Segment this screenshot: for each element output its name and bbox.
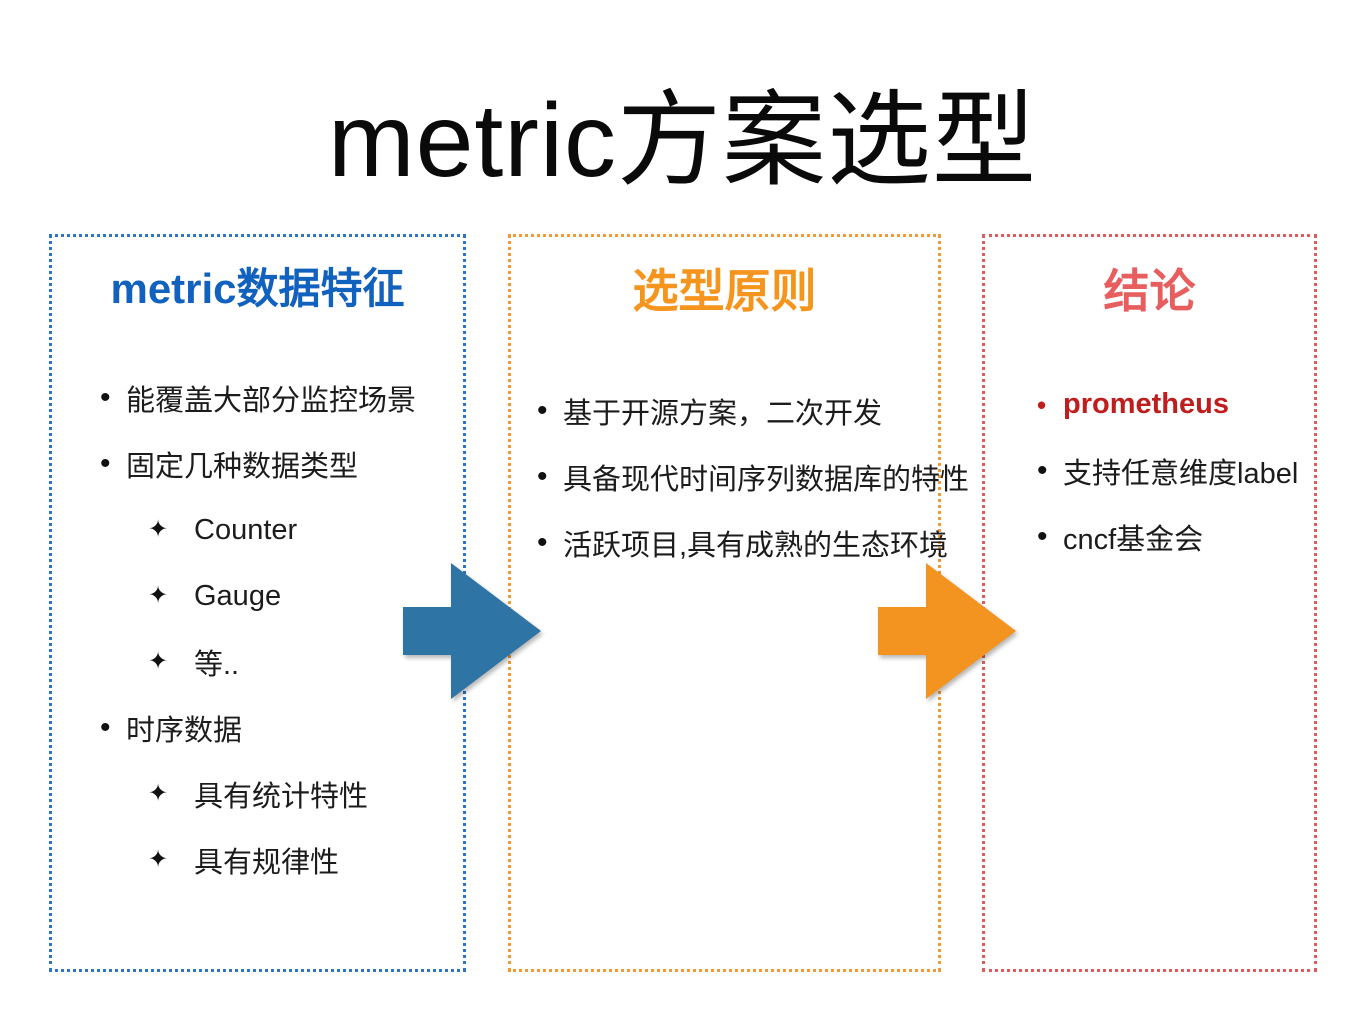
list-item: • 能覆盖大部分监控场景 (100, 365, 463, 431)
list-item-text: 基于开源方案，二次开发 (563, 397, 883, 430)
panel-metric-features: metric数据特征 • 能覆盖大部分监控场景 • 固定几种数据类型 ✦ Cou… (49, 234, 466, 972)
bullet-dot-icon: • (537, 459, 548, 493)
bullet-dot-icon: • (100, 447, 111, 481)
list-subitem: ✦ Counter (100, 497, 463, 563)
list-item-text: 支持任意维度label (1063, 457, 1299, 490)
list-subitem: ✦ 具有统计特性 (100, 761, 463, 827)
list-item: • 固定几种数据类型 (100, 431, 463, 497)
star-bullet-icon: ✦ (148, 648, 169, 676)
bullet-dot-icon: • (537, 393, 548, 427)
list-subitem: ✦ 具有规律性 (100, 827, 463, 893)
list-subitem: ✦ Gauge (100, 563, 463, 629)
list-item-text: 能覆盖大部分监控场景 (126, 385, 417, 418)
panel-conclusion: 结论 • prometheus • 支持任意维度label • cncf基金会 (982, 234, 1317, 972)
bullet-dot-icon: • (100, 711, 111, 745)
arrow-right-icon (403, 563, 541, 699)
list-item: • 基于开源方案，二次开发 (537, 378, 938, 444)
list-item: • cncf基金会 (1037, 504, 1314, 570)
panel-selection-principles-title: 选型原则 (632, 265, 817, 317)
list-item-text: cncf基金会 (1063, 523, 1204, 556)
list-item: • 活跃项目,具有成熟的生态环境 (537, 510, 948, 576)
panel-metric-features-title: metric数据特征 (110, 265, 405, 312)
list-item-text: 等.. (194, 649, 240, 682)
list-subitem: ✦ 等.. (100, 629, 463, 695)
list-item-text: Counter (194, 513, 298, 546)
star-bullet-icon: ✦ (148, 780, 169, 808)
slide-title: metric方案选型 (327, 83, 1038, 199)
arrow-right-icon (878, 563, 1016, 699)
list-item: • 时序数据 (100, 695, 463, 761)
list-item: • 支持任意维度label (1037, 438, 1314, 504)
bullet-dot-icon: • (1037, 453, 1048, 487)
list-item-text: prometheus (1063, 388, 1229, 421)
list-item-text: 具备现代时间序列数据库的特性 (563, 463, 970, 496)
star-bullet-icon: ✦ (148, 582, 169, 610)
bullet-dot-icon: • (100, 381, 111, 415)
bullet-dot-icon: • (1037, 389, 1047, 420)
panel-conclusion-title: 结论 (1103, 265, 1196, 317)
list-item-text: Gauge (194, 579, 282, 612)
panel-metric-features-list: • 能覆盖大部分监控场景 • 固定几种数据类型 ✦ Counter ✦ Gaug… (52, 365, 463, 893)
list-item-text: 具有统计特性 (194, 781, 369, 814)
list-item-text: 具有规律性 (194, 847, 340, 880)
star-bullet-icon: ✦ (148, 846, 169, 874)
bullet-dot-icon: • (537, 525, 548, 559)
panel-selection-principles: 选型原则 • 基于开源方案，二次开发 • 具备现代时间序列数据库的特性 • 活跃… (508, 234, 969, 972)
bullet-dot-icon: • (1037, 519, 1048, 553)
panel-conclusion-list: • prometheus • 支持任意维度label • cncf基金会 (985, 372, 1314, 570)
list-item-prometheus: • prometheus (1037, 372, 1314, 438)
list-item: • 具备现代时间序列数据库的特性 (537, 444, 969, 510)
list-item-text: 活跃项目,具有成熟的生态环境 (563, 529, 949, 562)
list-item-text: 固定几种数据类型 (126, 451, 359, 484)
star-bullet-icon: ✦ (148, 516, 169, 544)
panel-selection-principles-list: • 基于开源方案，二次开发 • 具备现代时间序列数据库的特性 • 活跃项目,具有… (511, 378, 969, 576)
list-item-text: 时序数据 (126, 715, 243, 748)
